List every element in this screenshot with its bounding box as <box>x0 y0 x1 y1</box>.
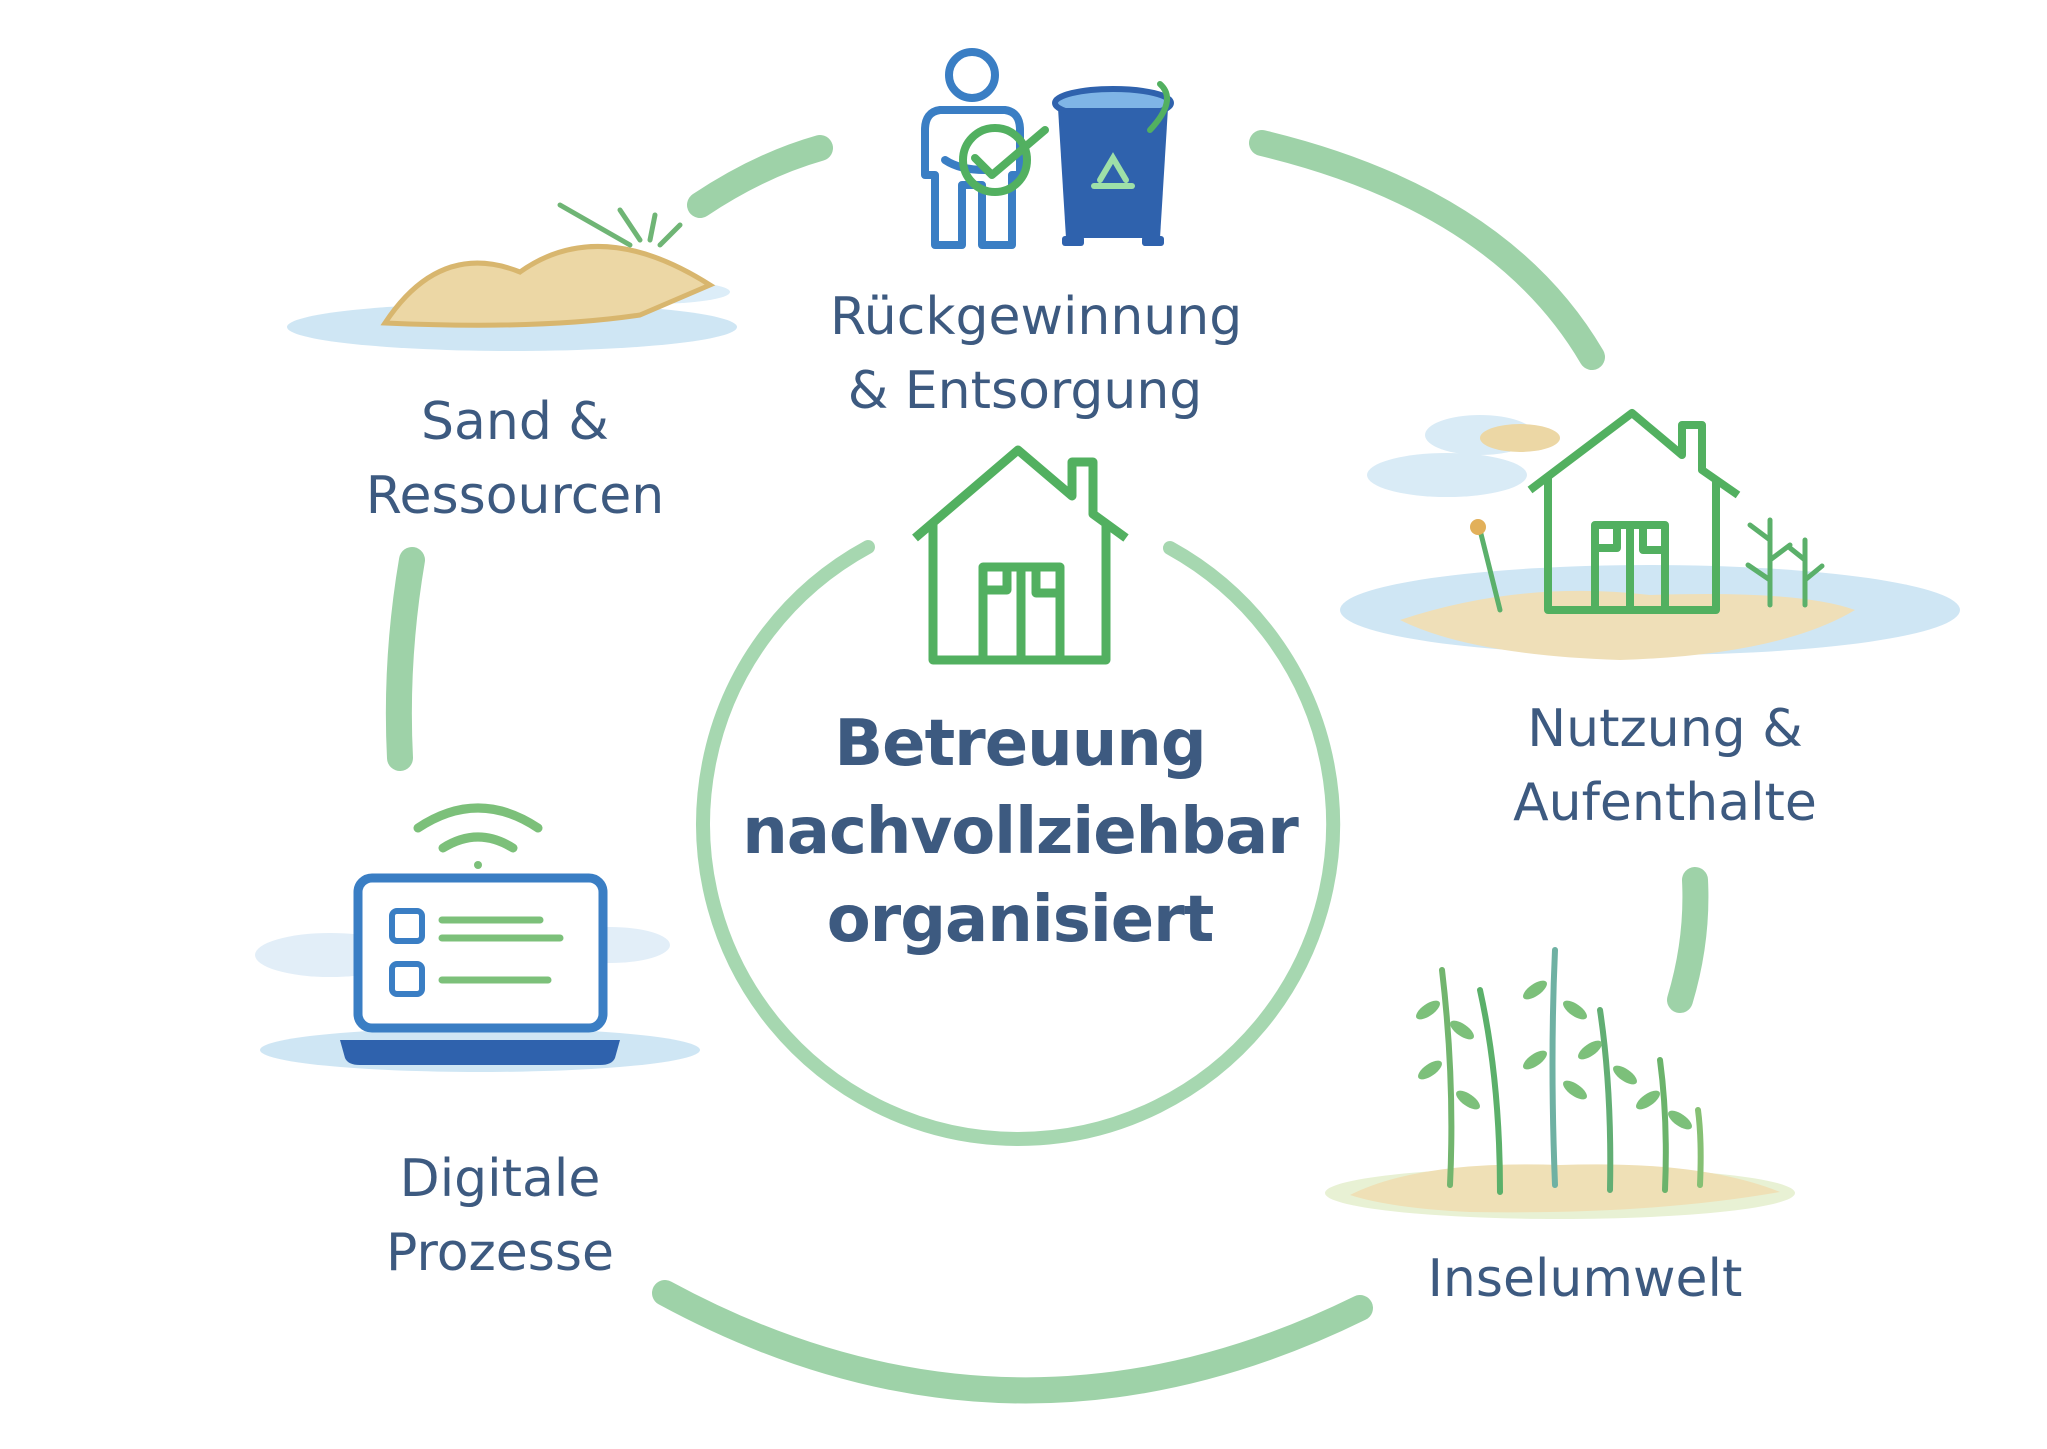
label-recovery: Rückgewinnung & Entsorgung <box>830 280 1243 428</box>
laptop-icon <box>255 873 700 1072</box>
recycle-symbol-icon <box>1091 152 1135 189</box>
recycling-bin-icon <box>1052 81 1174 246</box>
sand-dune-icon <box>287 202 737 351</box>
inner-ring <box>696 540 1341 1146</box>
ring-segment-top-left <box>687 135 833 218</box>
checklist-icon <box>389 908 564 997</box>
wifi-icon <box>413 803 543 869</box>
person-icon <box>921 48 1024 249</box>
label-usage-line2: Aufenthalte <box>1513 773 1817 833</box>
ring-segment-bottom <box>652 1280 1373 1404</box>
label-recovery-line2: & Entsorgung <box>847 361 1203 421</box>
label-digital-line1: Digitale <box>399 1149 601 1209</box>
ring-segment-top-right <box>1249 130 1605 370</box>
label-sand-line2: Ressourcen <box>365 466 665 526</box>
flower-icon <box>1470 519 1486 535</box>
plants-icon <box>1325 947 1795 1219</box>
plants-icon <box>1477 517 1825 613</box>
center-title-line3: organisiert <box>826 883 1215 957</box>
island-icon <box>1340 415 1960 660</box>
label-digital: Digitale Prozesse <box>330 1142 670 1290</box>
ring-segment-left <box>385 547 425 771</box>
label-usage: Nutzung & Aufenthalte <box>1475 692 1855 840</box>
label-sand: Sand & Ressourcen <box>330 385 700 533</box>
center-title-line2: nachvollziehbar <box>742 795 1299 869</box>
ring-segment-right <box>1667 867 1709 1013</box>
label-digital-line2: Prozesse <box>386 1223 614 1283</box>
grass-icon <box>557 202 683 248</box>
house-icon <box>912 445 1129 665</box>
outer-ring <box>385 130 1709 1404</box>
label-environment: Inselumwelt <box>1390 1242 1780 1316</box>
label-recovery-line1: Rückgewinnung <box>830 287 1243 347</box>
label-usage-line1: Nutzung & <box>1527 699 1803 759</box>
label-sand-line1: Sand & <box>421 392 609 452</box>
label-environment-line1: Inselumwelt <box>1427 1249 1743 1309</box>
checkmark-icon <box>959 124 1049 196</box>
center-title: Betreuung nachvollziehbar organisiert <box>720 700 1320 964</box>
center-title-line1: Betreuung <box>834 707 1206 781</box>
house-icon <box>1527 409 1741 614</box>
